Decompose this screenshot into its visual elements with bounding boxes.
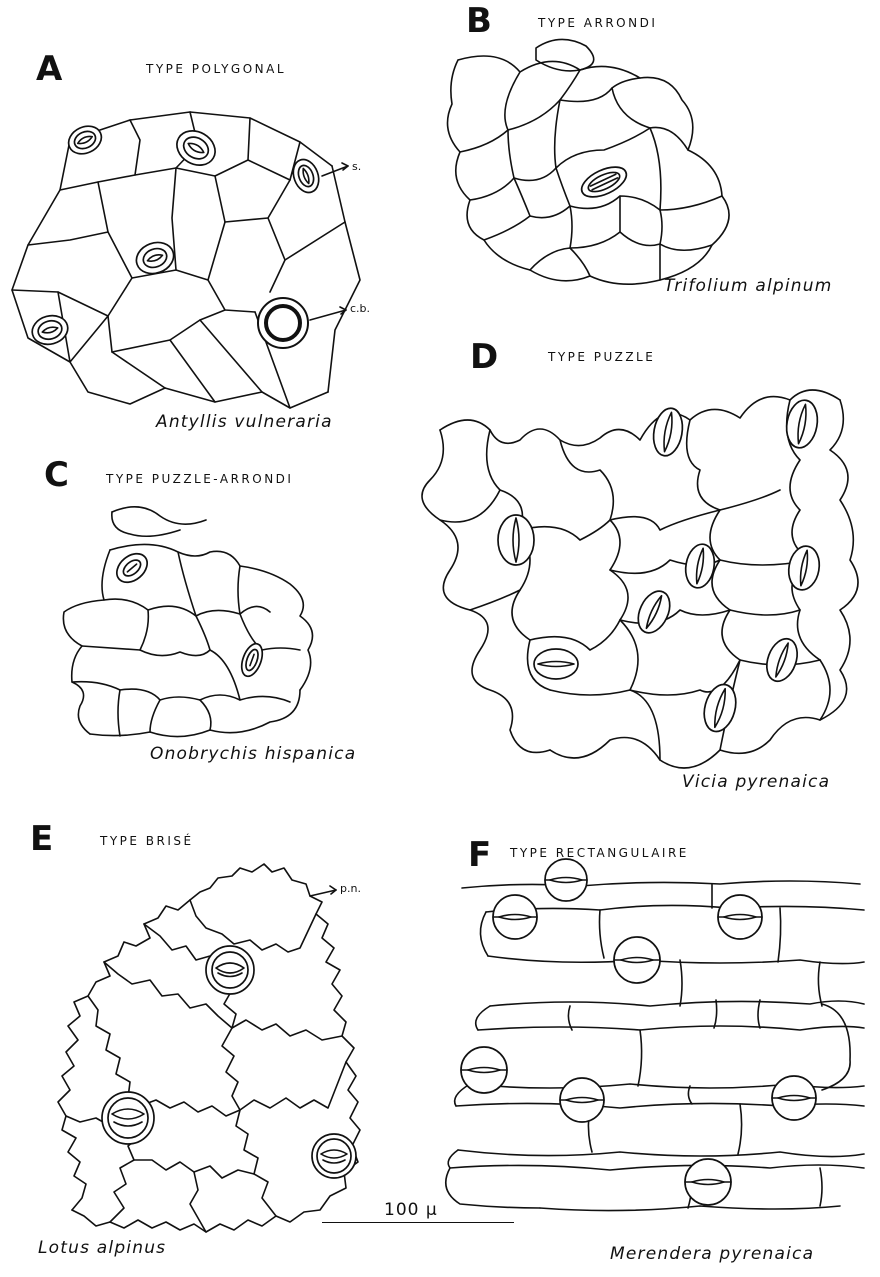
stoma [545, 859, 587, 901]
stoma [685, 1159, 731, 1205]
stoma [461, 1047, 507, 1093]
stoma [772, 1076, 816, 1120]
stoma [493, 895, 537, 939]
stoma [718, 895, 762, 939]
species-name: Merendera pyrenaica [610, 1244, 814, 1264]
stoma [614, 937, 660, 983]
stoma [560, 1078, 604, 1122]
